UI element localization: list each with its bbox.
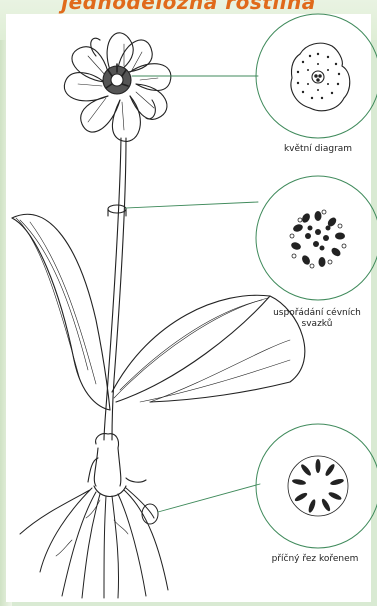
caption-root-section: příčný řez kořenem [254, 554, 376, 565]
vascular-callout [256, 176, 377, 300]
flower-diagram-callout [256, 14, 377, 138]
caption-flower-diagram: květní diagram [258, 144, 377, 155]
plant-base [88, 434, 146, 497]
stem [104, 138, 126, 440]
root-section-callout [256, 424, 377, 548]
left-leaf [12, 214, 110, 410]
caption-vascular-line1: uspořádání cévních [256, 308, 377, 319]
flower [64, 33, 171, 142]
leader-lines [126, 76, 260, 512]
roots [20, 488, 168, 598]
caption-vascular-line2: svazků [256, 319, 377, 330]
